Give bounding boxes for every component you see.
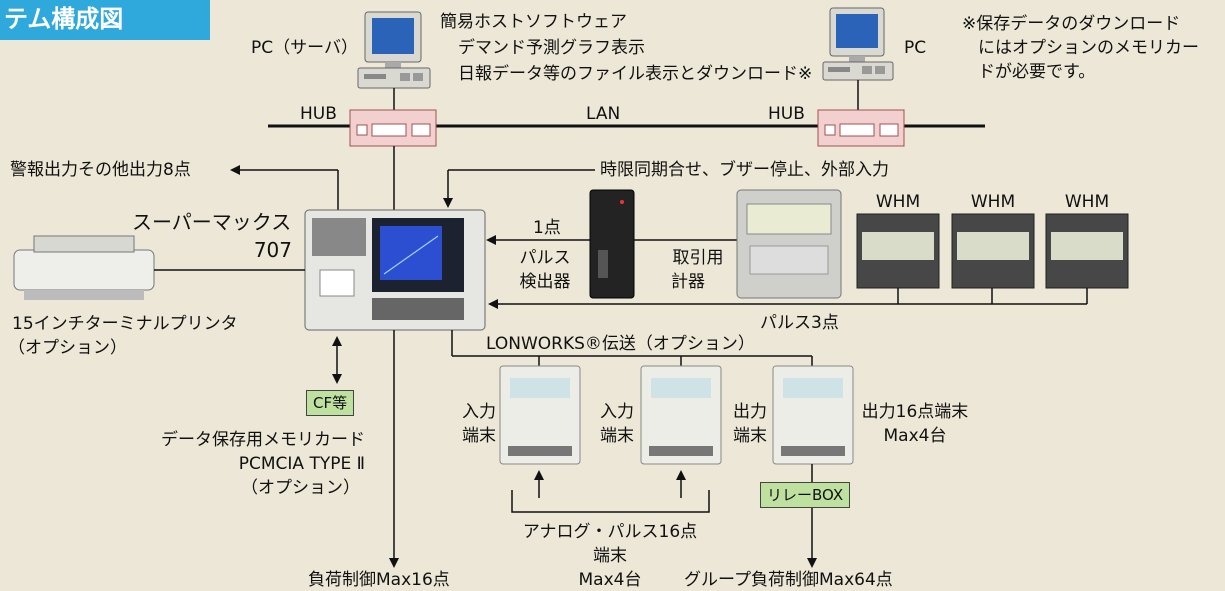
analog-label-3: Max4台	[578, 570, 642, 590]
sync-input-label: 時限同期合せ、ブザー停止、外部入力	[600, 160, 889, 180]
main-unit-model: 707	[253, 238, 292, 262]
pulse-detector-label-2: 検出器	[519, 272, 571, 292]
software-line-3: 日報データ等のファイル表示とダウンロード※	[458, 64, 813, 84]
hub-right-label: HUB	[768, 104, 805, 124]
trading-meter-label-2: 計器	[671, 272, 705, 292]
pc-label: PC	[904, 38, 927, 58]
title-tab: テム構成図	[0, 0, 210, 40]
whm-icon-3	[1045, 213, 1129, 289]
output-terminal-label-2: 端末	[733, 426, 767, 446]
output-terminal-label-1: 出力	[733, 402, 767, 422]
note-line-2: にはオプションのメモリカー	[978, 38, 1199, 58]
pulse-3pt-label: パルス3点	[760, 313, 839, 333]
pulse-detector-icon	[589, 189, 635, 299]
alarm-output-label: 警報出力その他出力8点	[10, 160, 191, 180]
load-control-label: 負荷制御Max16点	[308, 570, 450, 590]
relay-box-tag: リレーBOX	[760, 482, 851, 508]
printer-icon	[13, 235, 155, 300]
input-terminal-1-label-2: 端末	[462, 426, 496, 446]
output-spec-2: Max4台	[883, 426, 947, 446]
pulse-detector-label-1: パルス	[519, 248, 571, 268]
pc-server-icon	[357, 11, 431, 89]
whm-label-3: WHM	[1064, 192, 1110, 212]
input-terminal-1-label-1: 入力	[462, 402, 496, 422]
pc-icon	[822, 7, 894, 81]
output-terminal-icon	[772, 365, 854, 465]
software-line-1: 簡易ホストソフトウェア	[440, 12, 627, 32]
input-terminal-2-label-1: 入力	[600, 402, 634, 422]
pulse-1pt-label: 1点	[533, 218, 561, 238]
memory-card-tag: CF等	[306, 390, 355, 416]
whm-icon-2	[951, 213, 1035, 289]
whm-icon-1	[856, 213, 940, 289]
input-terminal-icon-2	[640, 365, 722, 465]
memory-desc-3: （オプション）	[241, 478, 360, 498]
lonworks-label: LONWORKS®伝送（オプション）	[486, 334, 755, 354]
whm-label-1: WHM	[875, 192, 921, 212]
analog-label-1: アナログ・パルス16点	[522, 522, 698, 542]
pc-server-label: PC（サーバ）	[251, 38, 358, 58]
printer-label-2: （オプション）	[8, 338, 127, 358]
printer-label-1: 15インチターミナルプリンタ	[12, 314, 238, 334]
trading-meter-label-1: 取引用	[672, 248, 724, 268]
lan-label: LAN	[586, 104, 621, 124]
memory-desc-1: データ保存用メモリカード	[161, 430, 365, 450]
analog-label-2: 端末	[593, 546, 627, 566]
supermax-unit-icon	[304, 209, 486, 331]
hub-left-label: HUB	[300, 104, 337, 124]
note-line-3: ドが必要です。	[978, 62, 1096, 82]
input-terminal-icon-1	[499, 365, 581, 465]
hub-right-icon	[817, 109, 905, 147]
memory-desc-2: PCMCIA TYPE Ⅱ	[238, 454, 365, 474]
trading-meter-icon	[736, 189, 842, 299]
output-spec-1: 出力16点端末	[861, 402, 969, 422]
note-line-1: ※保存データのダウンロード	[962, 14, 1181, 34]
diagram-title: テム構成図	[4, 5, 124, 33]
whm-label-2: WHM	[970, 192, 1016, 212]
main-unit-name: スーパーマックス	[132, 210, 292, 234]
hub-left-icon	[349, 109, 437, 147]
input-terminal-2-label-2: 端末	[600, 426, 634, 446]
group-control-label: グループ負荷制御Max64点	[684, 570, 893, 590]
software-line-2: デマンド予測グラフ表示	[458, 38, 645, 58]
